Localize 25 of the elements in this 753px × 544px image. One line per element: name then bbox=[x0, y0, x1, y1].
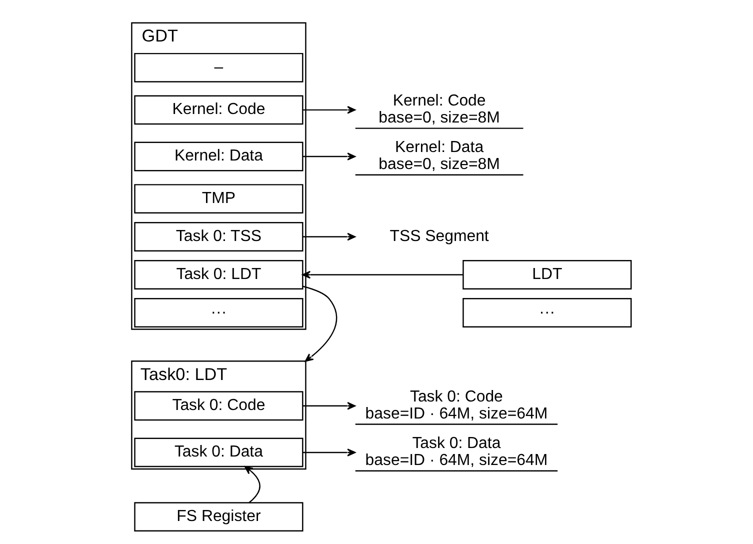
node-box: ··· bbox=[462, 298, 632, 328]
node-box: TMP bbox=[134, 184, 304, 214]
arrow bbox=[302, 232, 356, 241]
node-box: Kernel: Code bbox=[134, 95, 304, 125]
node-box: Task 0: LDT bbox=[134, 260, 304, 290]
node-box: Task 0: TSS bbox=[134, 222, 304, 252]
node-box: Kernel: Data bbox=[134, 142, 304, 172]
node-text: TSS Segment bbox=[390, 228, 489, 245]
arrow bbox=[302, 448, 356, 456]
node-box: ··· bbox=[134, 298, 304, 328]
arrow bbox=[302, 106, 356, 114]
arrow bbox=[302, 270, 464, 279]
arrow bbox=[302, 152, 356, 160]
node-box: – bbox=[134, 52, 304, 82]
arrow bbox=[302, 402, 356, 410]
node-text: Task 0: Code base=ID · 64M, size=64M bbox=[365, 388, 548, 423]
node-text: Kernel: Code base=0, size=8M bbox=[378, 92, 500, 127]
node-text: Kernel: Data base=0, size=8M bbox=[378, 139, 500, 174]
node-box: Task 0: Data bbox=[134, 438, 304, 468]
node-box: FS Register bbox=[134, 502, 304, 532]
arrow bbox=[302, 286, 338, 362]
arrow bbox=[244, 466, 260, 504]
node-box: LDT bbox=[462, 260, 632, 290]
node-box: Task 0: Code bbox=[134, 391, 304, 421]
node-text: Task 0: Data base=ID · 64M, size=64M bbox=[365, 435, 548, 470]
